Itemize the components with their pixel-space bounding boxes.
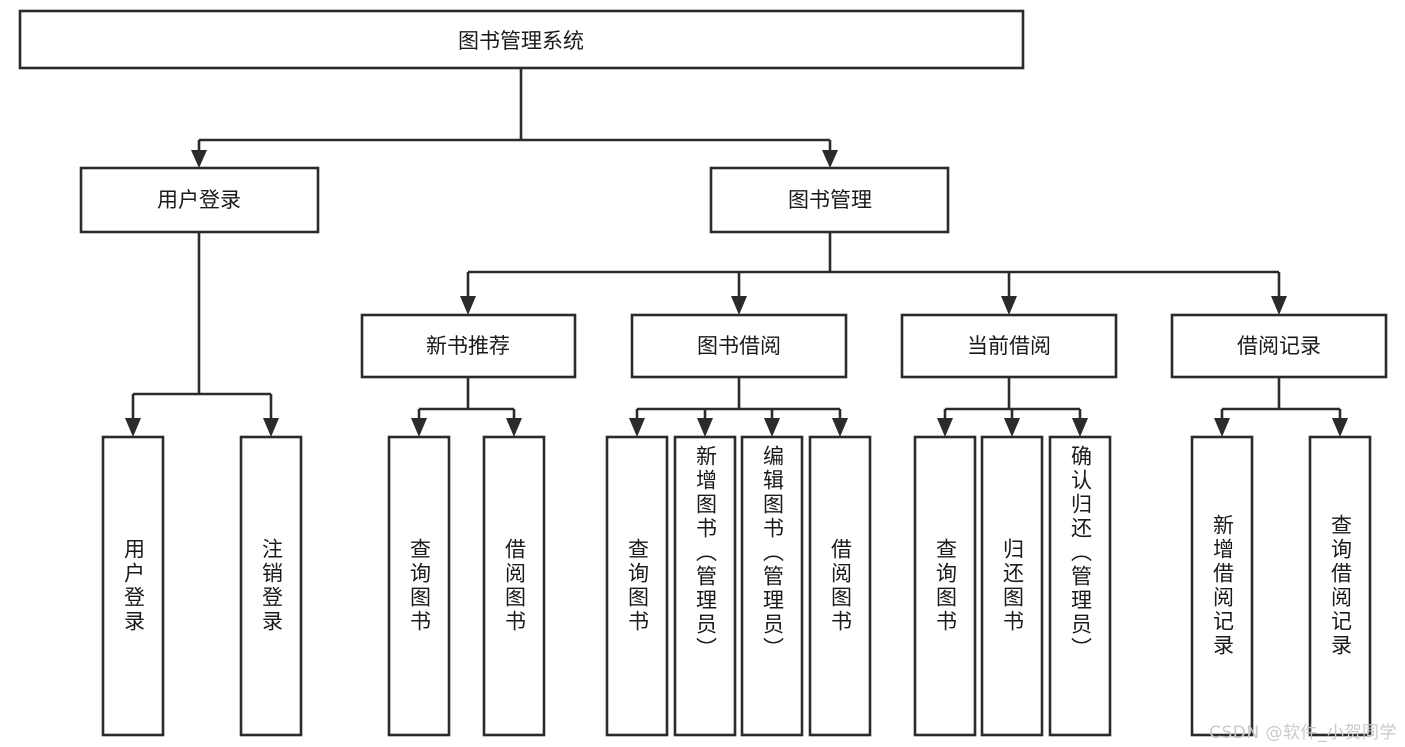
arrowhead-borrow-leaf-3	[764, 418, 780, 437]
node-book-manage-label: 图书管理	[788, 188, 872, 212]
arrowhead-borrow-leaf-2	[697, 418, 713, 437]
node-current-borrow[interactable]	[900, 313, 1118, 379]
connector-group-root	[191, 68, 838, 168]
connector-group-new-book	[411, 377, 522, 437]
node-root[interactable]	[18, 9, 1025, 70]
connector-group-current-borrow	[937, 377, 1088, 437]
node-root-label: 图书管理系统	[458, 29, 584, 53]
arrowhead-newbook-leaf-2	[506, 418, 522, 437]
leaf-new-book-2[interactable]	[482, 435, 546, 737]
arrowhead-to-current-borrow	[1001, 296, 1017, 315]
arrowhead-user-leaf-1	[125, 418, 141, 437]
csdn-watermark: CSDN @软件_小贺同学	[1209, 723, 1397, 743]
leaf-book-borrow-4[interactable]	[808, 435, 872, 737]
arrowhead-to-user-login	[191, 150, 207, 168]
arrowhead-to-book-manage	[822, 150, 838, 168]
arrowhead-to-book-borrow	[731, 296, 747, 315]
arrowhead-current-leaf-2	[1004, 418, 1020, 437]
arrowhead-to-new-book	[460, 296, 476, 315]
connector-group-book-borrow	[629, 377, 848, 437]
leaf-book-borrow-2[interactable]	[673, 435, 737, 737]
connector-group-borrow-record	[1214, 377, 1348, 437]
leaf-new-book-1[interactable]	[387, 435, 451, 737]
leaf-current-borrow-2[interactable]	[980, 435, 1044, 737]
node-borrow-record[interactable]	[1170, 313, 1388, 379]
arrowhead-to-borrow-record	[1271, 296, 1287, 315]
node-book-manage[interactable]	[709, 166, 950, 234]
arrowhead-record-leaf-2	[1332, 418, 1348, 437]
node-book-borrow-label: 图书借阅	[697, 334, 781, 358]
node-new-book-recommend[interactable]	[360, 313, 577, 379]
leaf-user-login-2[interactable]	[239, 435, 303, 737]
connector-group-book-manage	[460, 232, 1287, 315]
leaf-current-borrow-1[interactable]	[913, 435, 977, 737]
leaf-borrow-record-2[interactable]	[1308, 435, 1372, 737]
leaf-borrow-record-1[interactable]	[1190, 435, 1254, 737]
arrowhead-borrow-leaf-4	[832, 418, 848, 437]
connector-group-user-login	[125, 232, 279, 437]
leaf-book-borrow-3[interactable]	[740, 435, 804, 737]
arrowhead-user-leaf-2	[263, 418, 279, 437]
arrowhead-current-leaf-3	[1072, 418, 1088, 437]
leaf-book-borrow-1[interactable]	[605, 435, 669, 737]
arrowhead-current-leaf-1	[937, 418, 953, 437]
node-user-login-label: 用户登录	[157, 188, 241, 212]
leaf-user-login-1[interactable]	[101, 435, 165, 737]
node-new-book-recommend-label: 新书推荐	[426, 334, 510, 358]
arrowhead-record-leaf-1	[1214, 418, 1230, 437]
node-book-borrow[interactable]	[630, 313, 848, 379]
node-current-borrow-label: 当前借阅	[967, 334, 1051, 358]
arrowhead-newbook-leaf-1	[411, 418, 427, 437]
arrowhead-borrow-leaf-1	[629, 418, 645, 437]
node-borrow-record-label: 借阅记录	[1237, 334, 1321, 358]
leaf-current-borrow-3[interactable]	[1048, 435, 1112, 737]
